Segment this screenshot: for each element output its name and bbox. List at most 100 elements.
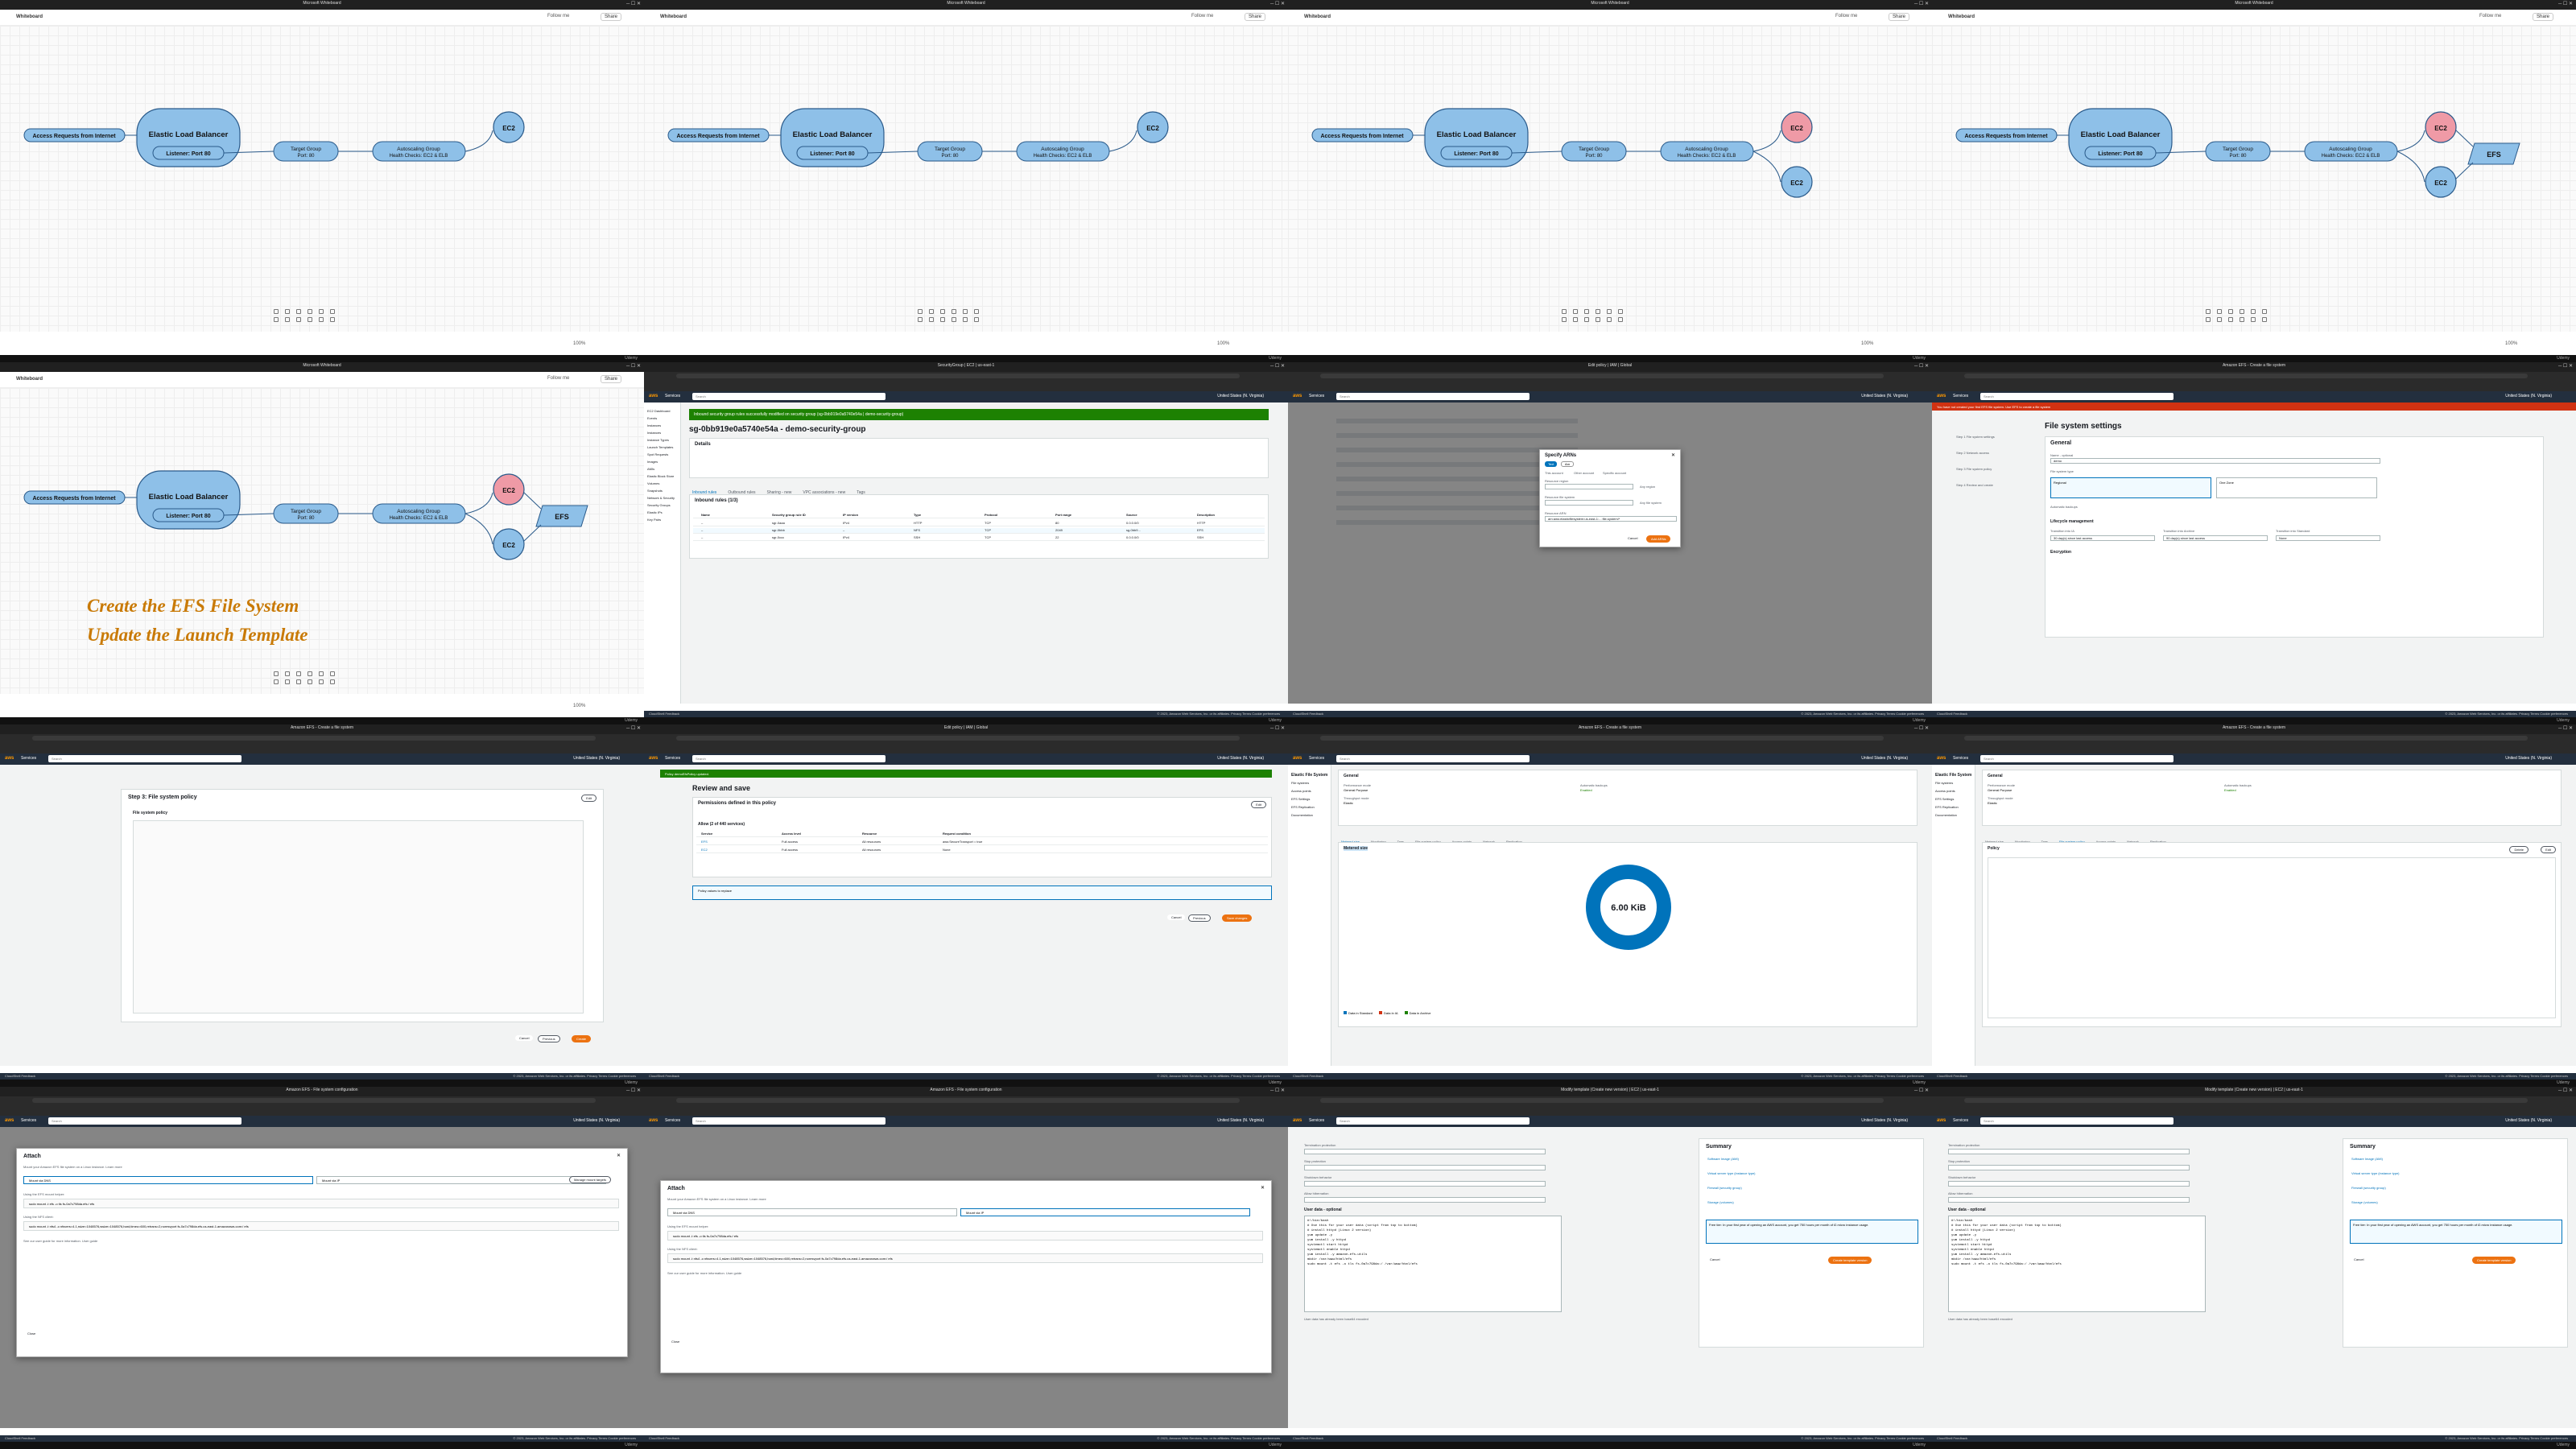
cancel-button[interactable]: Cancel — [2350, 1257, 2368, 1262]
tool-button[interactable] — [285, 317, 290, 322]
sidebar-item[interactable]: Documentation — [1291, 813, 1313, 817]
follow-button[interactable]: Follow me — [1835, 14, 1858, 19]
nfs-cmd[interactable]: sudo mount -t nfs4 -o nfsvers=4.1,rsize=… — [23, 1221, 619, 1231]
footer-left[interactable]: CloudShell Feedback — [649, 1074, 680, 1078]
any-region-check[interactable]: Any region — [1640, 485, 1656, 489]
sidebar-item[interactable]: EFS Settings — [1935, 797, 1955, 801]
tool-button[interactable] — [1573, 317, 1578, 322]
guide-text[interactable]: See our user guide for more information.… — [667, 1271, 742, 1275]
tab-1[interactable]: Outbound rules — [728, 490, 756, 495]
stop-select[interactable] — [1948, 1165, 2190, 1170]
tab-5[interactable]: Network — [1483, 840, 1495, 844]
helper-cmd[interactable]: sudo mount -t efs -o tls fs-0a7c798da.ef… — [667, 1231, 1263, 1241]
tab-3[interactable]: VPC associations - new — [803, 490, 846, 495]
resource-arn-input[interactable]: arn:aws:elasticfilesystem:us-east-1:...:… — [1545, 516, 1677, 522]
tool-button[interactable] — [918, 309, 923, 314]
sidebar-item[interactable]: Snapshots — [647, 489, 663, 493]
termination-select[interactable] — [1948, 1149, 2190, 1154]
tool-button[interactable] — [2228, 317, 2233, 322]
footer-left[interactable]: CloudShell Feedback — [1293, 712, 1324, 716]
tool-button[interactable] — [929, 309, 934, 314]
tool-button[interactable] — [330, 317, 335, 322]
tab-2[interactable]: Tags — [2041, 840, 2048, 844]
sidebar-item[interactable]: Elastic File System — [1935, 773, 1972, 778]
whiteboard-toolbar[interactable] — [2206, 309, 2294, 341]
add-arns-button[interactable]: Add ARNs — [1646, 535, 1671, 543]
it-label[interactable]: Virtual server type (instance type) — [1707, 1171, 1756, 1175]
sidebar-item[interactable]: Instances — [647, 431, 662, 435]
radio-option[interactable]: This account — [1545, 471, 1563, 475]
mount-ip-option[interactable]: Mount via IP — [316, 1176, 606, 1184]
tool-button[interactable] — [2251, 317, 2256, 322]
tab-6[interactable]: Replication — [2150, 840, 2166, 844]
tool-button[interactable] — [1607, 317, 1612, 322]
address-bar[interactable] — [1964, 374, 2528, 378]
region-selector[interactable]: United States (N. Virginia) — [1861, 756, 1908, 761]
tool-button[interactable] — [296, 679, 301, 684]
fw-label[interactable]: Firewall (security group) — [2351, 1186, 2386, 1190]
whiteboard-toolbar[interactable] — [918, 309, 1006, 341]
sidebar-item[interactable]: Instances — [647, 423, 662, 427]
tool-button[interactable] — [285, 679, 290, 684]
sidebar-item[interactable]: Documentation — [1935, 813, 1957, 817]
tool-button[interactable] — [929, 317, 934, 322]
sw-label[interactable]: Software Image (AMI) — [1707, 1157, 1739, 1161]
cancel-button[interactable]: Cancel — [515, 1035, 534, 1041]
it-label[interactable]: Virtual server type (instance type) — [2351, 1171, 2400, 1175]
regional-option[interactable]: Regional — [2050, 477, 2211, 498]
stop-select[interactable] — [1304, 1165, 1546, 1170]
tool-button[interactable] — [2217, 309, 2222, 314]
aws-logo[interactable]: aws — [649, 394, 658, 398]
window-controls[interactable]: ─ ☐ ✕ — [1270, 2, 1285, 6]
tab-4[interactable]: Tags — [857, 490, 865, 495]
console-search[interactable]: Search — [48, 1117, 242, 1125]
tool-button[interactable] — [319, 309, 324, 314]
base64-check[interactable]: User data has already been base64 encode… — [1304, 1317, 1368, 1321]
tool-button[interactable] — [274, 671, 279, 676]
tab-1[interactable]: Monitoring — [2015, 840, 2030, 844]
delete-button[interactable]: Delete — [2509, 846, 2529, 853]
sidebar-item[interactable]: Security Groups — [647, 503, 671, 507]
sidebar-item[interactable]: Volumes — [647, 481, 660, 485]
services-menu[interactable]: Services — [1953, 394, 1969, 398]
tool-button[interactable] — [974, 317, 979, 322]
tool-button[interactable] — [1618, 317, 1623, 322]
standard-select[interactable]: None — [2276, 535, 2380, 541]
tool-button[interactable] — [952, 309, 956, 314]
tool-button[interactable] — [2217, 317, 2222, 322]
edit-button[interactable]: Edit — [581, 795, 597, 802]
console-search[interactable]: Search — [1980, 393, 2174, 400]
nfs-cmd[interactable]: sudo mount -t nfs4 -o nfsvers=4.1,rsize=… — [667, 1253, 1263, 1263]
footer-left[interactable]: CloudShell Feedback — [1937, 1074, 1968, 1078]
aws-logo[interactable]: aws — [1293, 1118, 1302, 1123]
address-bar[interactable] — [1964, 736, 2528, 741]
region-selector[interactable]: United States (N. Virginia) — [573, 1118, 620, 1123]
tool-button[interactable] — [285, 309, 290, 314]
tool-button[interactable] — [319, 317, 324, 322]
storage-label[interactable]: Storage (volumes) — [2351, 1200, 2378, 1204]
tab-0[interactable]: Metered size — [1985, 840, 2004, 844]
footer-left[interactable]: CloudShell Feedback — [5, 1074, 36, 1078]
share-button[interactable]: Share — [601, 13, 622, 21]
console-search[interactable]: Search — [1336, 393, 1530, 400]
tool-button[interactable] — [274, 309, 279, 314]
tool-button[interactable] — [274, 679, 279, 684]
console-search[interactable]: Search — [1336, 1117, 1530, 1125]
tool-button[interactable] — [918, 317, 923, 322]
tool-button[interactable] — [319, 671, 324, 676]
radio-option[interactable]: Specific account — [1603, 471, 1627, 475]
services-menu[interactable]: Services — [665, 756, 681, 761]
create-button[interactable]: Create — [572, 1035, 592, 1042]
tool-button[interactable] — [308, 317, 312, 322]
region-selector[interactable]: United States (N. Virginia) — [1861, 394, 1908, 398]
tool-button[interactable] — [1562, 317, 1567, 322]
region-selector[interactable]: United States (N. Virginia) — [1217, 394, 1264, 398]
tab-5[interactable]: Network — [2127, 840, 2139, 844]
sidebar-item[interactable]: EC2 Dashboard — [647, 409, 671, 413]
backups-label[interactable]: Automatic backups — [2050, 505, 2078, 509]
